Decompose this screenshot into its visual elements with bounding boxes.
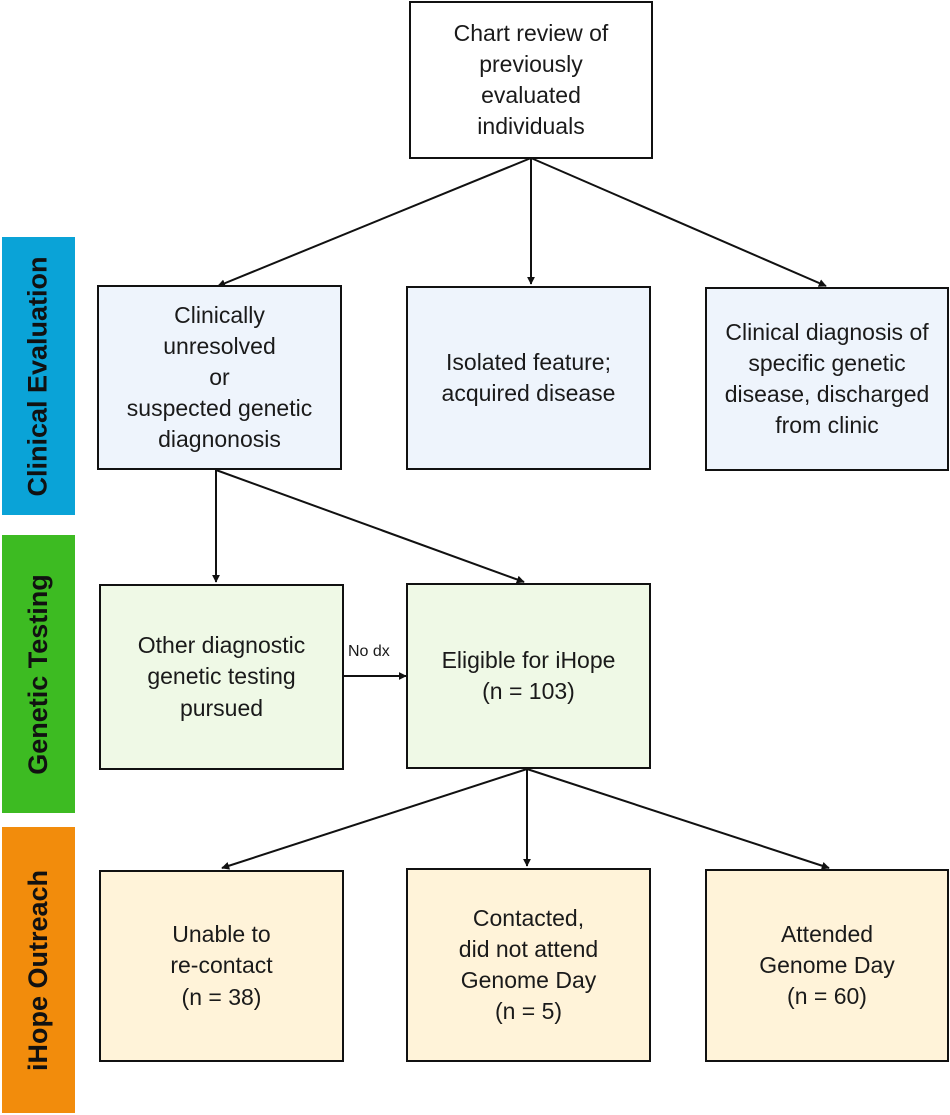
- node-text-line: previously: [479, 50, 583, 77]
- node-text-line: Eligible for iHope: [441, 646, 616, 673]
- node-clinically-unresolved: Clinically unresolved or suspected genetic d…: [97, 285, 342, 470]
- node-text-line: diagnonosis: [158, 426, 281, 453]
- band-clinical-evaluation: Clinical Evaluation: [2, 237, 75, 515]
- node-text-line: did not attend: [458, 935, 599, 962]
- arrow-eligible-to-attended: [526, 768, 830, 870]
- node-text-line: Genome Day: [460, 967, 597, 993]
- node-text-line: Isolated feature;: [446, 348, 611, 375]
- node-text-line: Clinical diagnosis of: [725, 318, 929, 345]
- node-unable-to-recontact: Unable to re-contact (n = 38): [99, 870, 344, 1062]
- node-text-line: or: [209, 363, 230, 390]
- node-text-line: genetic testing: [147, 663, 296, 690]
- node-text-line: Chart review of: [453, 19, 609, 46]
- node-text-line: re-contact: [170, 952, 273, 979]
- node-text-line: (n = 5): [494, 998, 563, 1025]
- node-clinical-diagnosis: Clinical diagnosis of specific genetic dis…: [705, 287, 949, 471]
- no-dx-label: No dx: [348, 643, 390, 660]
- node-text-line: unresolved: [163, 332, 276, 359]
- arrow-review-to-unresolved: [217, 157, 532, 287]
- node-text-line: suspected genetic: [126, 395, 313, 422]
- node-text-line: Contacted,: [472, 904, 585, 931]
- node-text-line: Clinically: [174, 301, 265, 328]
- arrow-review-to-clinical-dx: [530, 157, 827, 287]
- node-text-line: Other diagnostic: [137, 632, 306, 659]
- node-text-line: specific genetic: [748, 349, 906, 376]
- node-text-line: Attended: [780, 920, 874, 947]
- band-ihope-outreach: iHope Outreach: [2, 827, 75, 1113]
- node-chart-review: Chart review of previously evaluated indivi…: [409, 1, 653, 159]
- node-eligible-ihope: Eligible for iHope (n = 103): [406, 583, 651, 769]
- node-text-line: (n = 38): [181, 983, 262, 1010]
- node-text-line: individuals: [477, 113, 585, 140]
- node-text-line: (n = 103): [482, 678, 575, 704]
- node-text-line: Unable to: [172, 921, 271, 948]
- node-text-line: from clinic: [775, 412, 879, 439]
- node-other-diagnostic-testing: Other diagnostic genetic testing pursued: [99, 584, 344, 770]
- node-text-line: pursued: [179, 694, 264, 721]
- node-text-line: disease, discharged: [724, 381, 930, 407]
- node-text-line: acquired disease: [441, 380, 616, 406]
- arrow-eligible-to-unable: [221, 768, 528, 870]
- node-text-line: evaluated: [481, 82, 581, 108]
- node-text-line: (n = 60): [787, 983, 867, 1010]
- arrow-unresolved-to-eligible: [215, 469, 525, 584]
- node-isolated-feature: Isolated feature; acquired disease: [406, 286, 651, 470]
- node-text-line: Genome Day: [759, 951, 895, 978]
- band-genetic-testing: Genetic Testing: [2, 535, 75, 813]
